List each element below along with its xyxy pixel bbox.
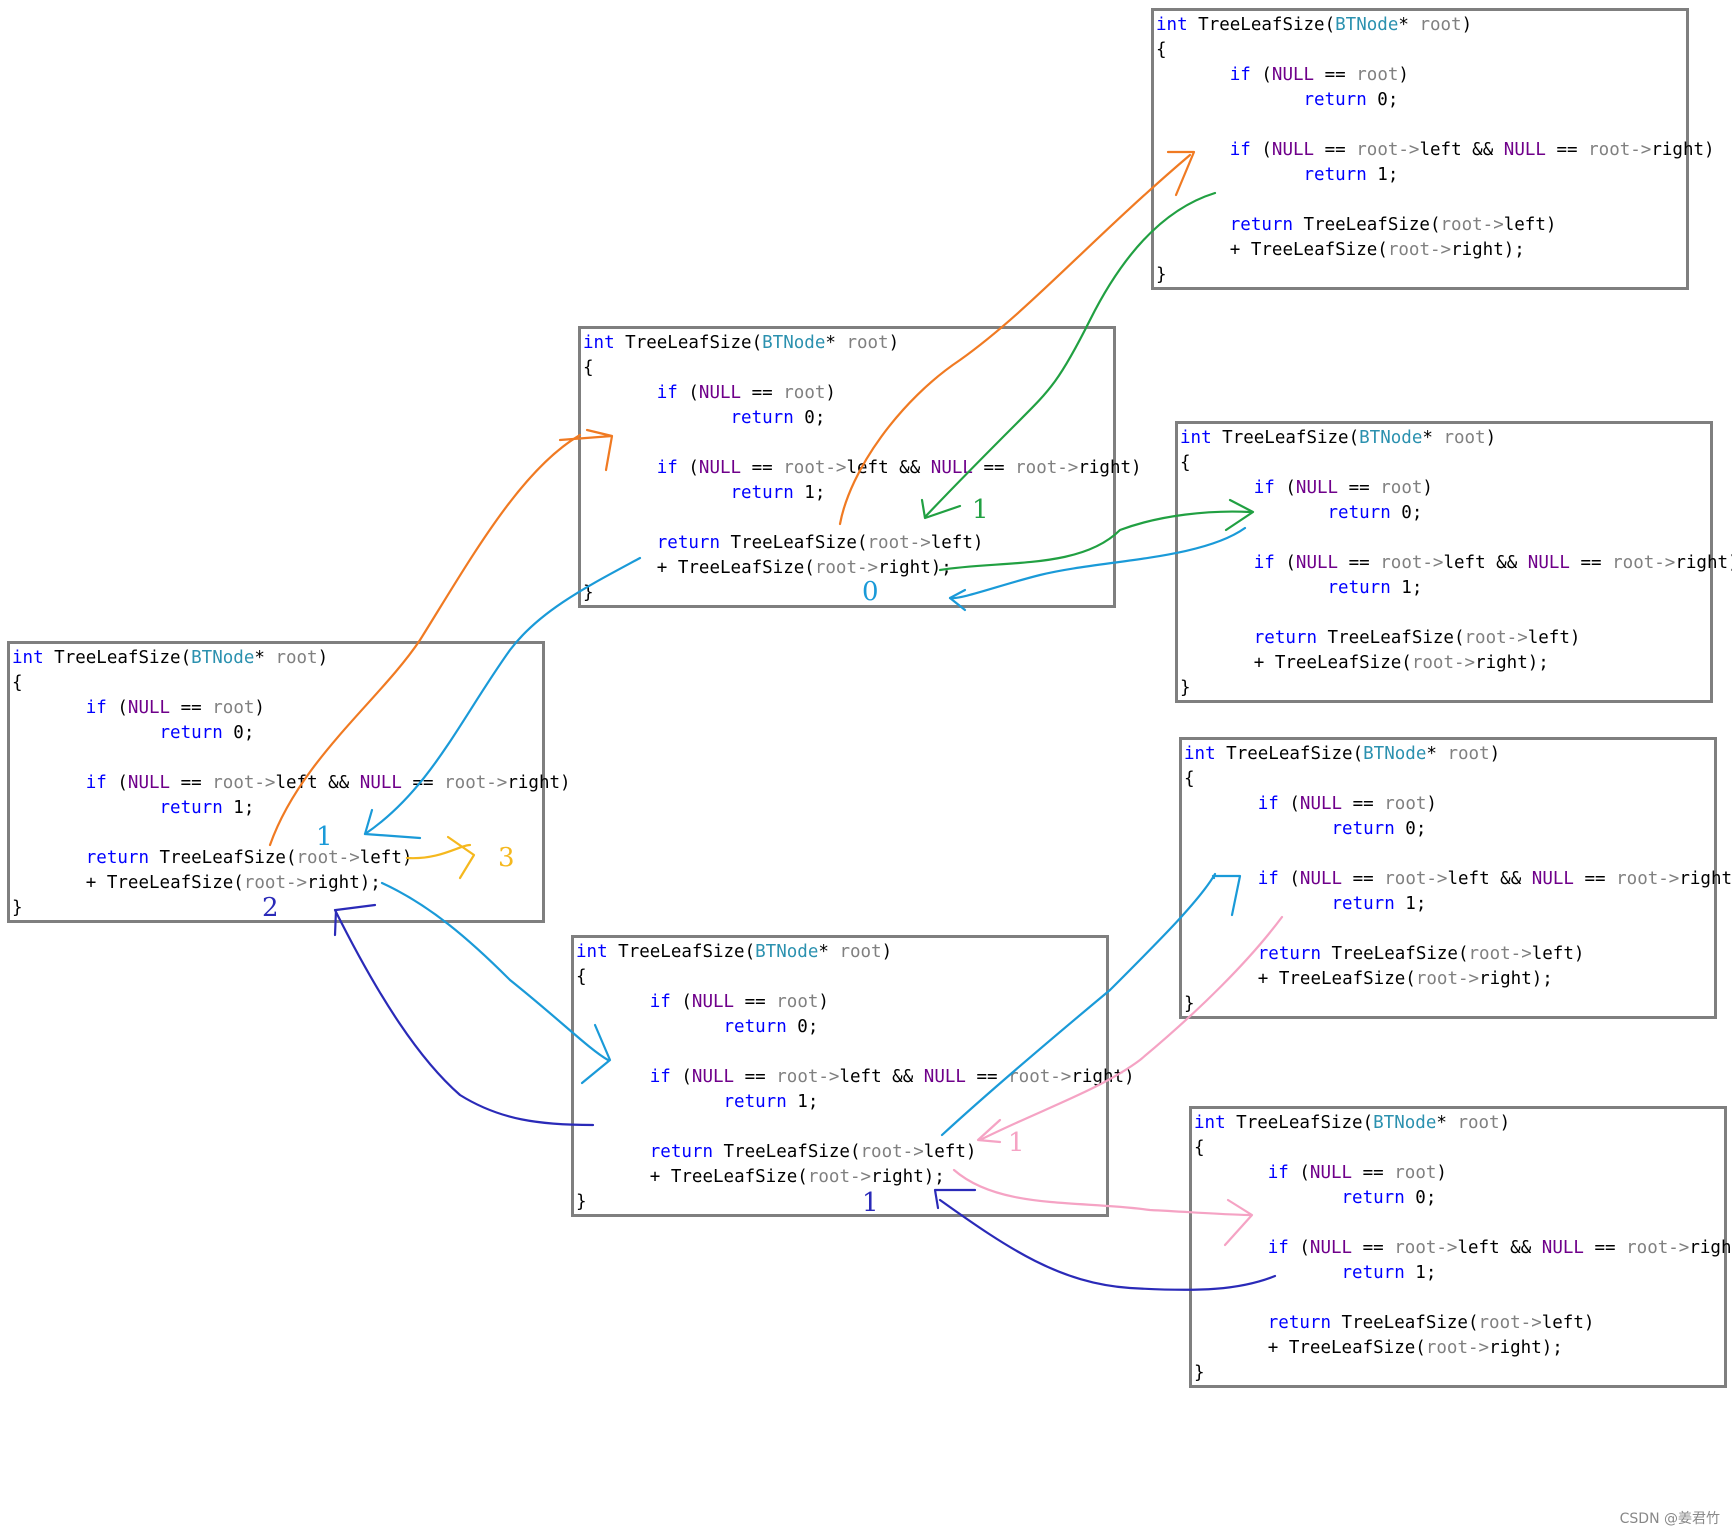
green-arrowhead-2 (1224, 498, 1255, 532)
pink-call-arrow (952, 1168, 1252, 1217)
frame-right-second: int TreeLeafSize(BTNode* root){ if (NULL… (1175, 421, 1732, 703)
frame-right-bottom: int TreeLeafSize(BTNode* root){ if (NULL… (1189, 1106, 1732, 1388)
green-arrowhead-1 (920, 498, 962, 520)
orange-arrowhead-1 (558, 428, 614, 472)
label-pink-1: 1 (1008, 1128, 1025, 1158)
frame-top-right: int TreeLeafSize(BTNode* root){ if (NULL… (1151, 8, 1715, 290)
label-green-1: 1 (972, 495, 989, 525)
label-navy-2: 2 (262, 893, 279, 923)
code-block: int TreeLeafSize(BTNode* root){ if (NULL… (12, 648, 571, 918)
code-block: int TreeLeafSize(BTNode* root){ if (NULL… (576, 942, 1135, 1212)
blue-return-arrow-2 (363, 556, 642, 836)
label-blue-1: 1 (316, 822, 333, 852)
navy-return-arrow-2 (938, 1198, 1277, 1291)
blue-return-arrow-1 (948, 526, 1247, 600)
navy-arrowhead-1 (333, 903, 377, 937)
frame-middle-top: int TreeLeafSize(BTNode* root){ if (NULL… (578, 326, 1142, 608)
code-block: int TreeLeafSize(BTNode* root){ if (NULL… (583, 333, 1142, 603)
label-blue-0: 0 (862, 577, 879, 607)
pink-arrowhead-1 (976, 1118, 1002, 1144)
orange-call-arrow-2 (838, 153, 1192, 526)
blue-arrowhead-3 (580, 1023, 612, 1085)
frame-middle-bottom: int TreeLeafSize(BTNode* root){ if (NULL… (571, 935, 1135, 1217)
label-navy-1: 1 (862, 1188, 879, 1218)
pink-arrowhead-2 (1223, 1198, 1254, 1247)
green-call-arrow (938, 510, 1252, 572)
code-block: int TreeLeafSize(BTNode* root){ if (NULL… (1180, 428, 1732, 698)
code-block: int TreeLeafSize(BTNode* root){ if (NULL… (1184, 744, 1732, 1014)
blue-arrowhead-4 (1211, 874, 1242, 917)
code-block: int TreeLeafSize(BTNode* root){ if (NULL… (1194, 1113, 1732, 1383)
orange-arrowhead-2 (1166, 150, 1196, 197)
code-block: int TreeLeafSize(BTNode* root){ if (NULL… (1156, 15, 1715, 285)
blue-call-arrow-2 (940, 872, 1217, 1137)
watermark: CSDN @姜君竹 (1619, 1511, 1720, 1527)
frame-left: int TreeLeafSize(BTNode* root){ if (NULL… (7, 641, 571, 923)
yellow-result-arrow (405, 835, 476, 880)
frame-right-third: int TreeLeafSize(BTNode* root){ if (NULL… (1179, 737, 1732, 1019)
pink-return-arrow (978, 915, 1284, 1142)
label-orange-3: 3 (498, 843, 515, 873)
orange-call-arrow-1 (268, 433, 582, 847)
blue-arrowhead-1 (948, 588, 967, 612)
navy-return-arrow-1 (333, 908, 595, 1127)
navy-arrowhead-2 (933, 1188, 977, 1210)
green-return-arrow (923, 191, 1217, 519)
blue-arrowhead-2 (363, 808, 422, 840)
blue-call-arrow-1 (380, 881, 610, 1062)
